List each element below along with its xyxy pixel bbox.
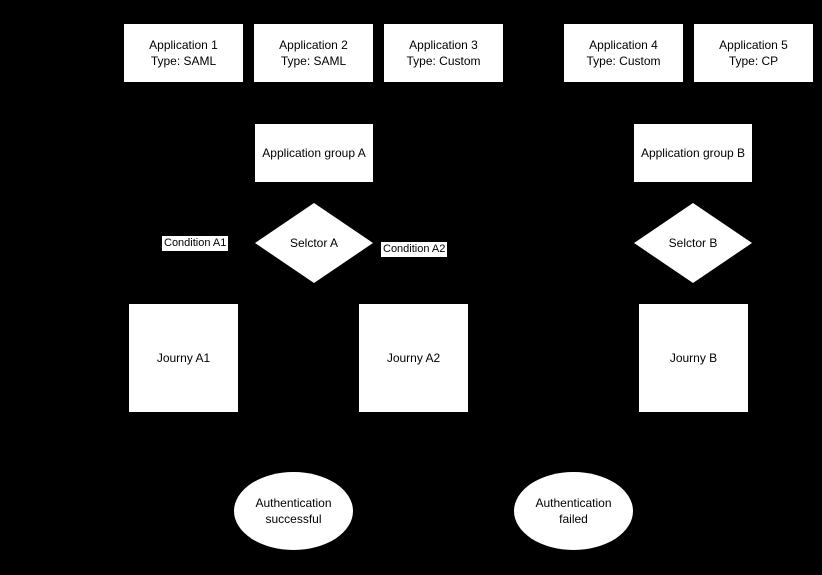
node-application-3: Application 3 Type: Custom (384, 24, 503, 82)
node-journey-a1: Journy A1 (129, 304, 238, 412)
node-selector-b-diamond: Selctor B (634, 203, 752, 283)
journey-label: Journy A2 (386, 351, 441, 365)
node-application-group-b: Application group B (634, 124, 752, 182)
node-application-1: Application 1 Type: SAML (124, 24, 243, 82)
node-journey-b: Journy B (639, 304, 748, 412)
application-type: Type: Custom (406, 54, 481, 68)
application-name: Application 5 (719, 38, 788, 52)
group-label: Application group B (640, 146, 746, 160)
node-application-2: Application 2 Type: SAML (254, 24, 373, 82)
node-application-group-a: Application group A (255, 124, 373, 182)
edge-label-condition-a2: Condition A2 (381, 242, 448, 257)
group-label: Application group A (262, 146, 366, 160)
outcome-line: successful (265, 512, 322, 526)
application-name: Application 3 (409, 38, 478, 52)
journey-label: Journy A1 (156, 351, 211, 365)
node-selector-a-diamond: Selctor A (255, 203, 373, 283)
application-name: Application 1 (149, 38, 218, 52)
selector-label: Selctor A (289, 236, 339, 250)
outcome-line: failed (559, 512, 588, 526)
outcome-line: Authentication (535, 496, 612, 510)
node-application-4: Application 4 Type: Custom (564, 24, 683, 82)
application-type: Type: Custom (586, 54, 661, 68)
selector-label: Selctor B (668, 236, 718, 250)
node-authentication-successful: Authentication successful (234, 472, 353, 550)
application-name: Application 2 (279, 38, 348, 52)
node-authentication-failed: Authentication failed (514, 472, 633, 550)
node-application-5: Application 5 Type: CP (694, 24, 813, 82)
application-type: Type: CP (728, 54, 779, 68)
application-type: Type: SAML (280, 54, 347, 68)
application-type: Type: SAML (150, 54, 217, 68)
journey-label: Journy B (669, 351, 718, 365)
outcome-line: Authentication (255, 496, 332, 510)
node-journey-a2: Journy A2 (359, 304, 468, 412)
application-name: Application 4 (589, 38, 658, 52)
edge-label-condition-a1: Condition A1 (162, 236, 229, 251)
